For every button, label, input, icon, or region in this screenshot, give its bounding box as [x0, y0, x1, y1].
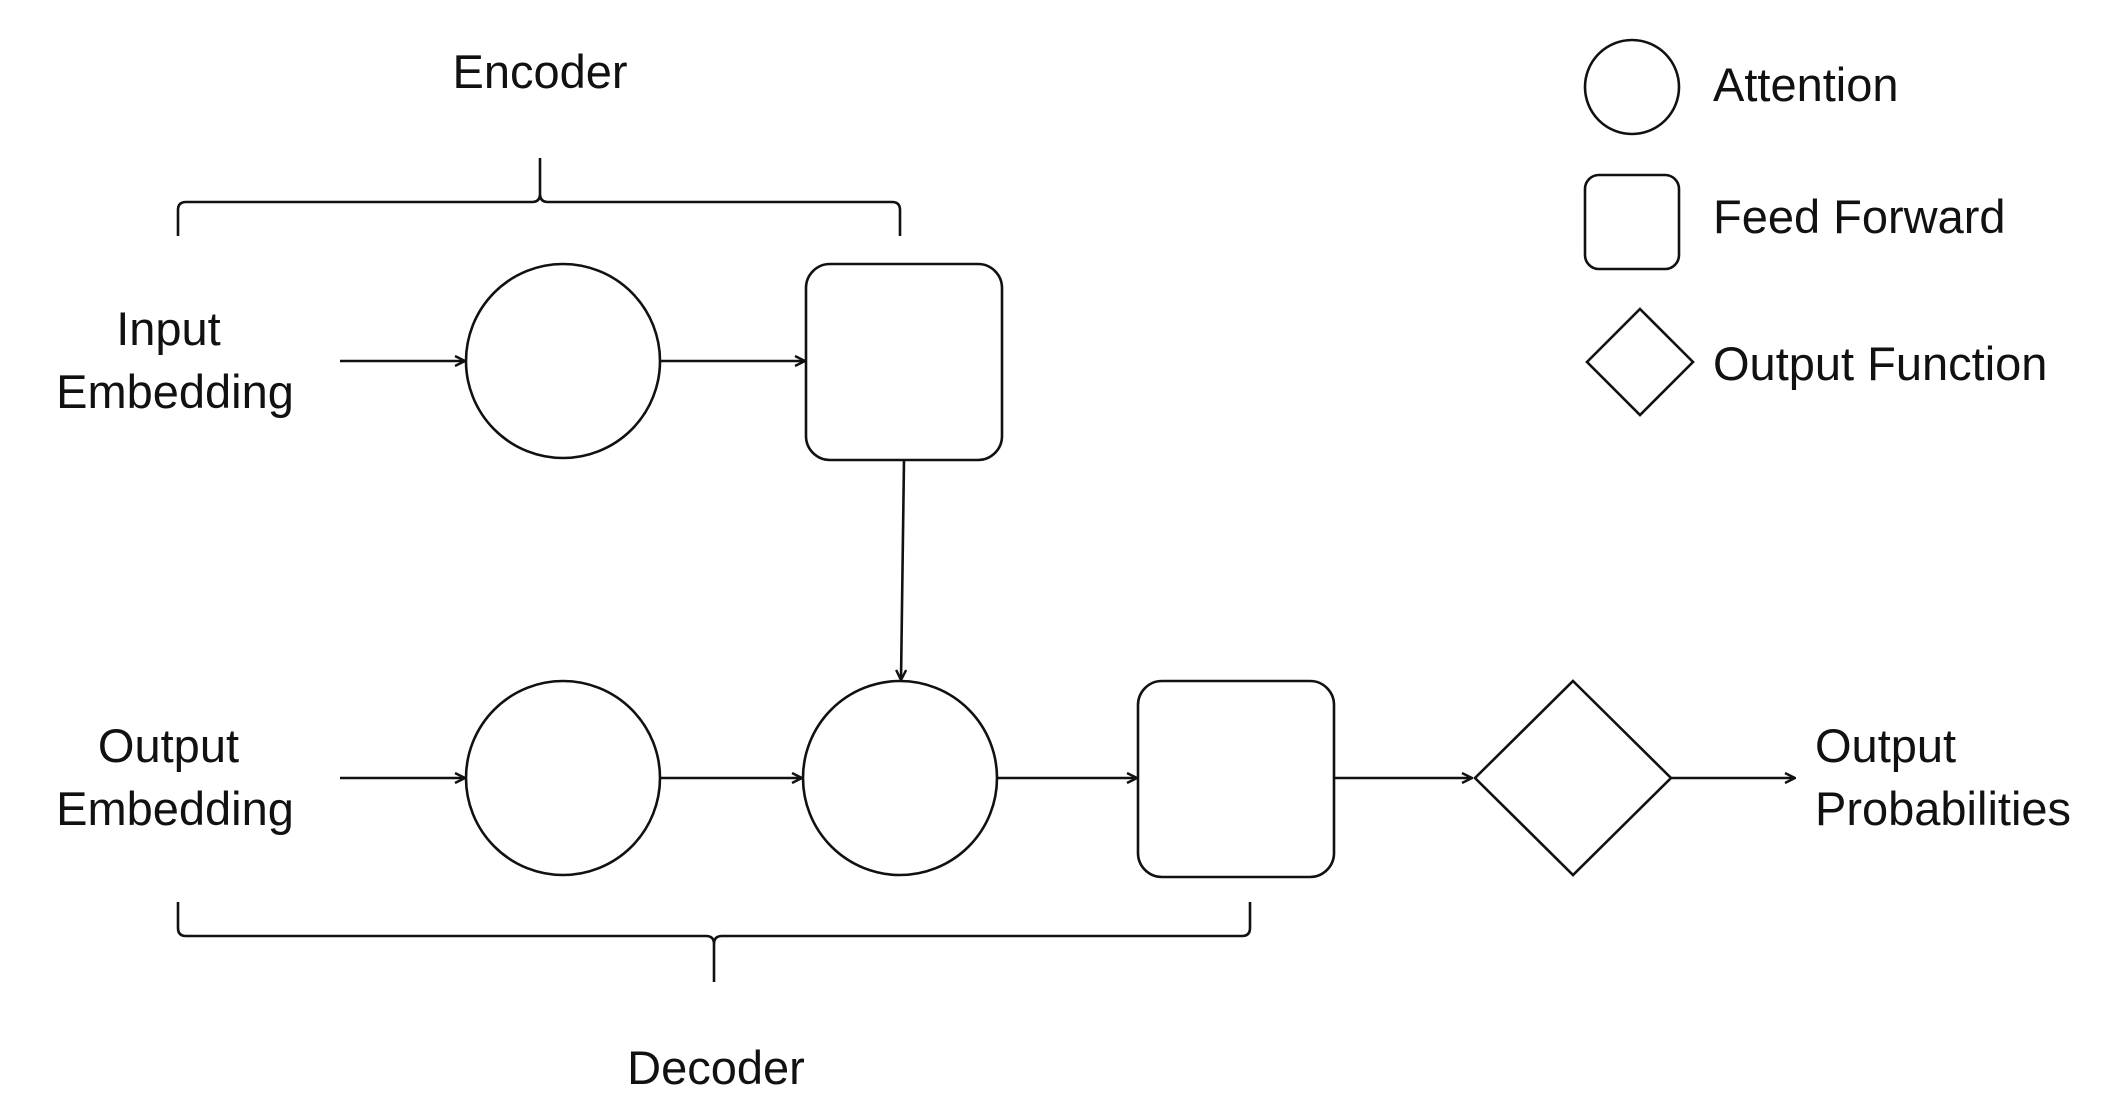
input-embedding-label: Input Embedding	[56, 302, 294, 418]
output-probabilities-label: Output Probabilities	[1815, 719, 2071, 835]
encoder-to-decoder-arrow	[901, 459, 904, 680]
output-function-node	[1473, 679, 1673, 877]
legend-output-function-icon	[1585, 307, 1695, 417]
encoder-attention-node	[464, 262, 662, 460]
legend-feed-forward-label: Feed Forward	[1713, 190, 2006, 243]
encoder-label: Encoder	[452, 45, 627, 98]
legend-output-function-label: Output Function	[1713, 337, 2047, 390]
encoder-feed-forward-node	[804, 262, 1004, 462]
output-embedding-label: Output Embedding	[56, 719, 294, 835]
decoder-feed-forward-node	[1136, 679, 1336, 879]
decoder-cross-attention-node	[801, 679, 999, 877]
decoder-brace	[176, 902, 1252, 982]
legend-attention-icon	[1583, 38, 1681, 136]
legend-feed-forward-icon	[1583, 173, 1681, 271]
decoder-label: Decoder	[627, 1041, 805, 1094]
legend: Attention Feed Forward Output Function	[1583, 38, 2047, 417]
decoder-self-attention-node	[464, 679, 662, 877]
encoder-brace	[176, 158, 902, 236]
legend-attention-label: Attention	[1713, 58, 1899, 111]
